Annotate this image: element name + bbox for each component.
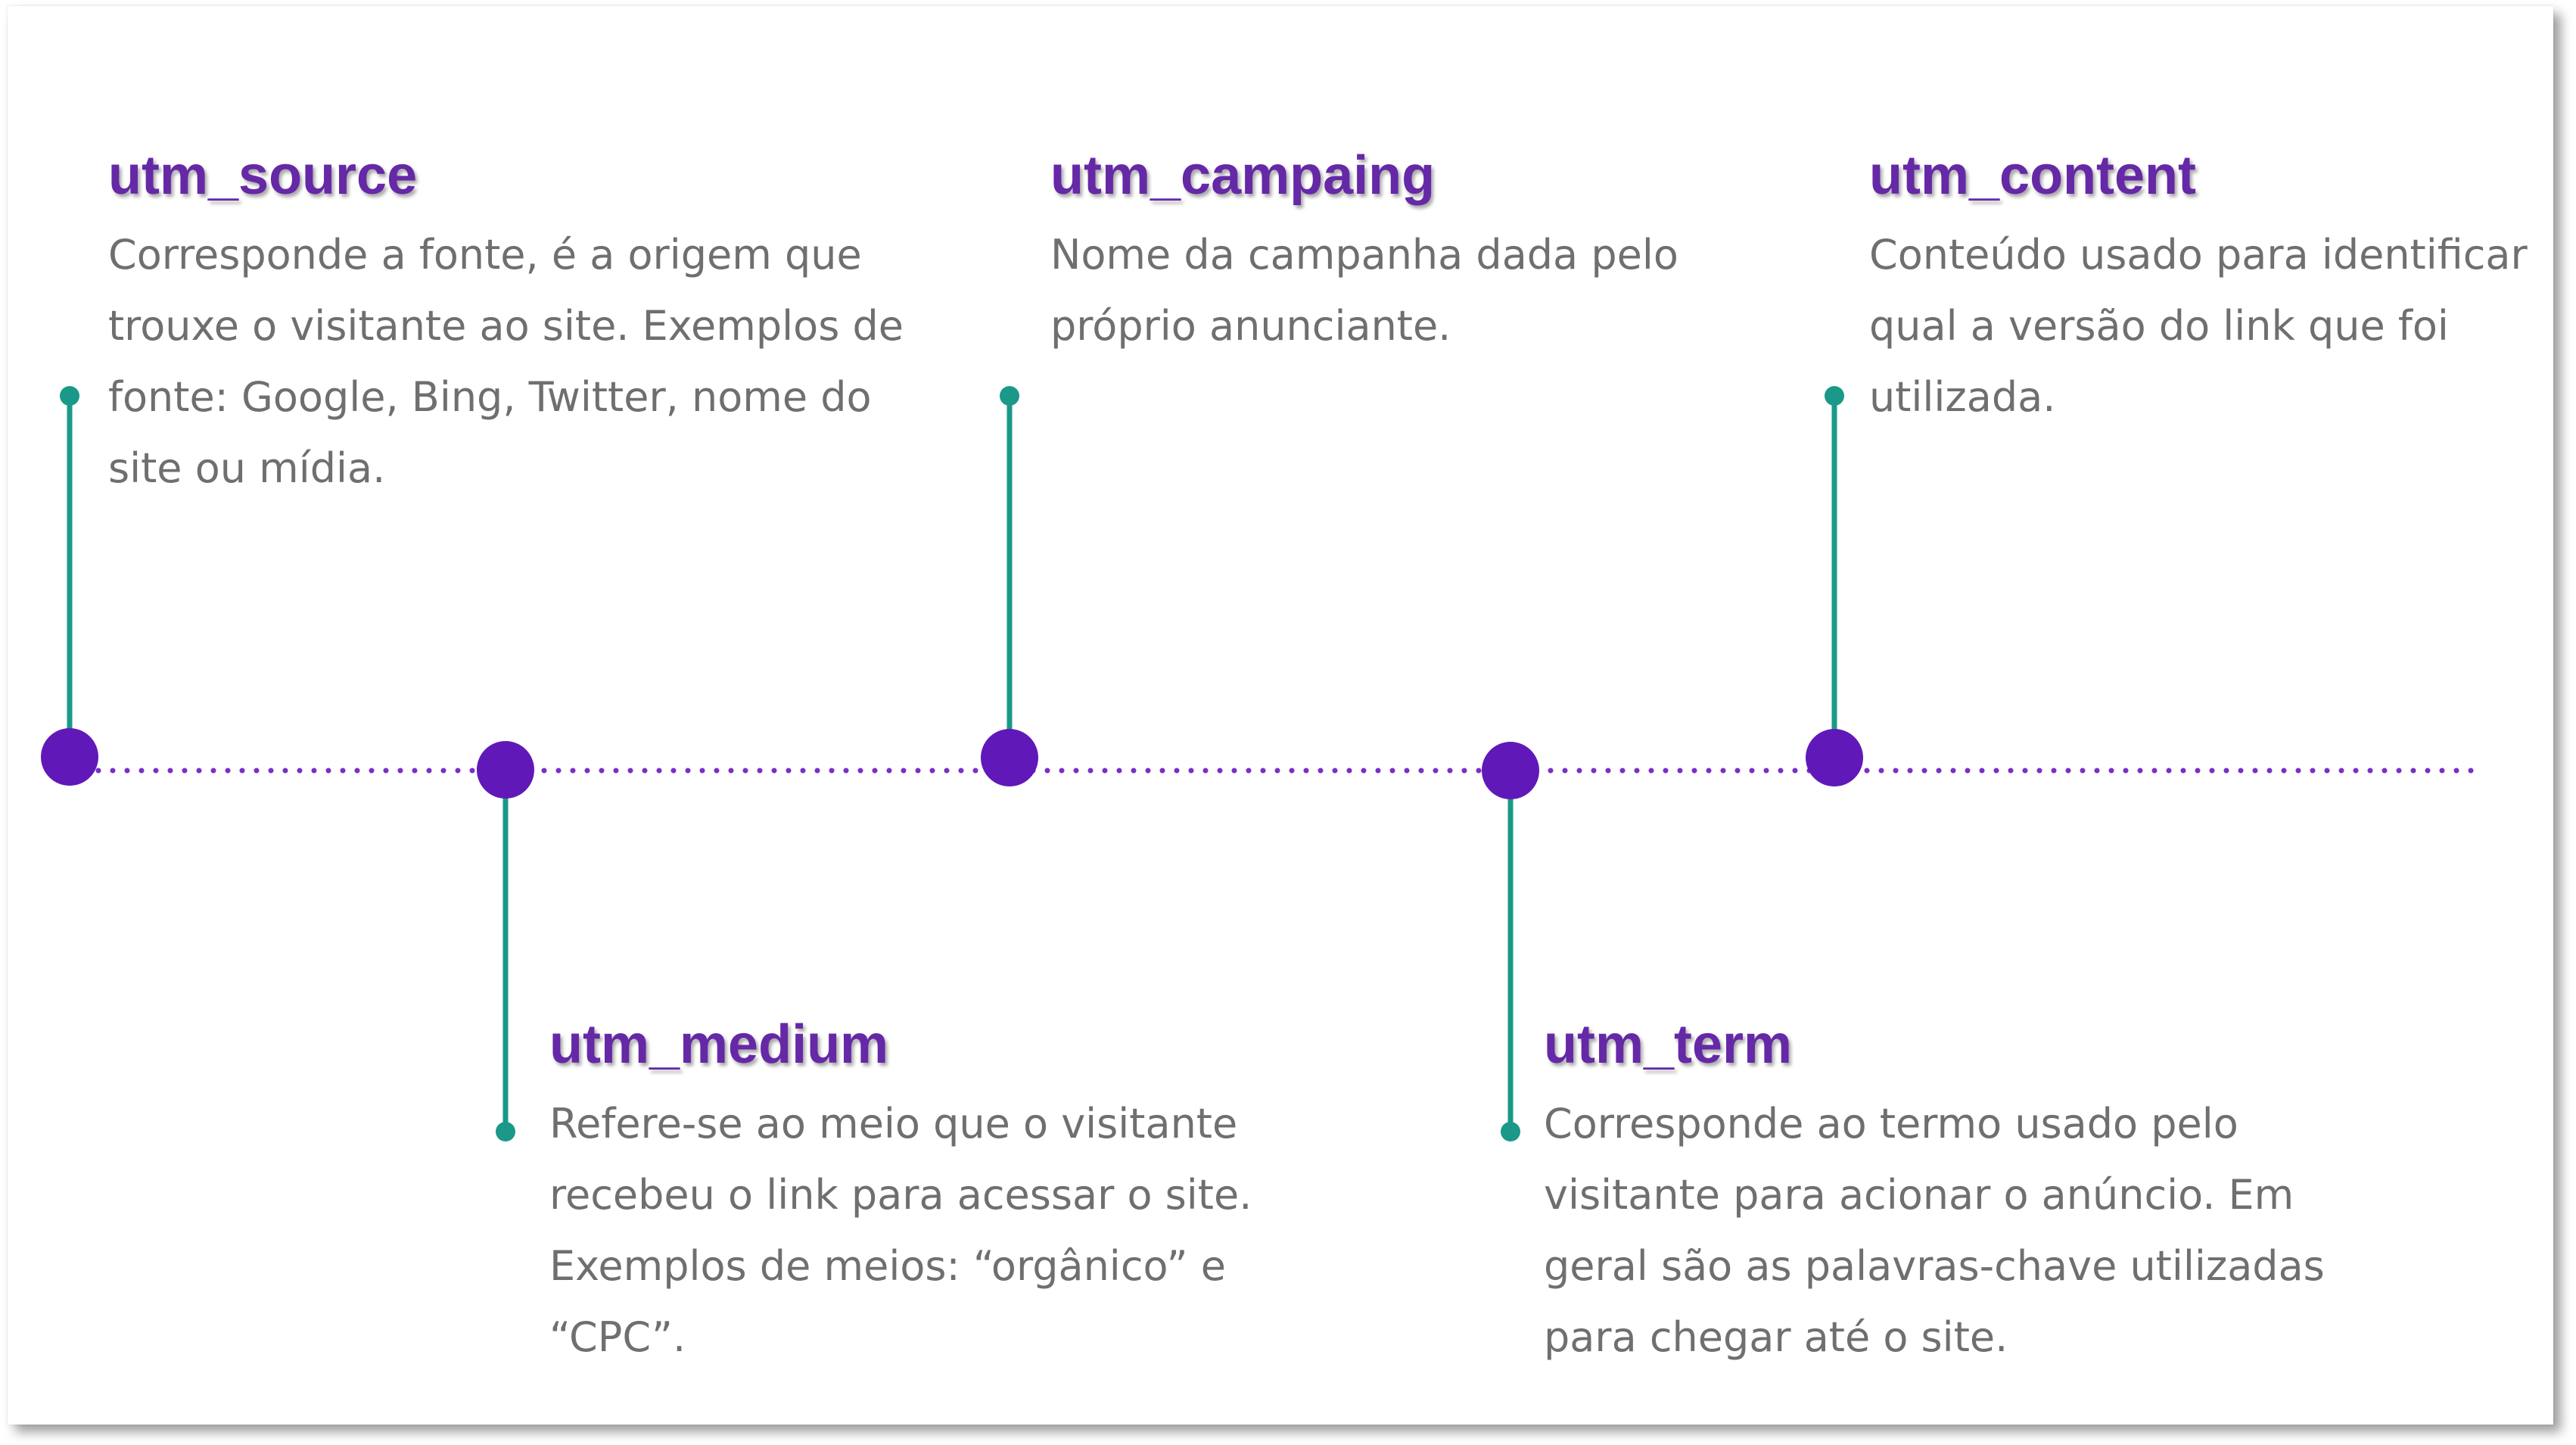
item-title: utm_source: [108, 145, 418, 206]
stem-end-dot-utm-term: [1501, 1122, 1520, 1141]
timeline-item-utm-content: utm_content Conteúdo usado para identifi…: [1869, 148, 2550, 433]
stem-end-dot-utm-source: [60, 386, 79, 406]
item-title: utm_term: [1544, 1014, 1793, 1075]
item-title: utm_medium: [549, 1014, 889, 1075]
stem-end-dot-utm-content: [1825, 386, 1844, 406]
item-description: Refere-se ao meio que o visitante recebe…: [549, 1100, 1252, 1361]
item-description: Corresponde a fonte, é a origem que trou…: [108, 231, 904, 492]
node-utm-term: [1482, 742, 1539, 799]
diagram-card: utm_source Corresponde a fonte, é a orig…: [8, 6, 2553, 1425]
timeline-item-utm-source: utm_source Corresponde a fonte, é a orig…: [108, 148, 948, 504]
node-utm-campaing: [981, 729, 1038, 786]
item-description: Conteúdo usado para identificar qual a v…: [1869, 231, 2528, 421]
stem-end-dot-utm-medium: [496, 1122, 515, 1141]
timeline-graphic: [41, 386, 2478, 1141]
node-utm-medium: [477, 741, 534, 799]
node-utm-source: [41, 728, 98, 786]
item-description: Corresponde ao termo usado pelo visitant…: [1544, 1100, 2325, 1361]
timeline-item-utm-medium: utm_medium Refere-se ao meio que o visit…: [549, 1017, 1344, 1373]
item-title: utm_campaing: [1050, 145, 1436, 206]
timeline-item-utm-campaing: utm_campaing Nome da campanha dada pelo …: [1050, 148, 1769, 362]
item-description: Nome da campanha dada pelo próprio anunc…: [1050, 231, 1678, 350]
stem-end-dot-utm-campaing: [1000, 386, 1019, 406]
timeline-item-utm-term: utm_term Corresponde ao termo usado pelo…: [1544, 1017, 2384, 1373]
item-title: utm_content: [1869, 145, 2196, 206]
node-utm-content: [1806, 729, 1863, 786]
